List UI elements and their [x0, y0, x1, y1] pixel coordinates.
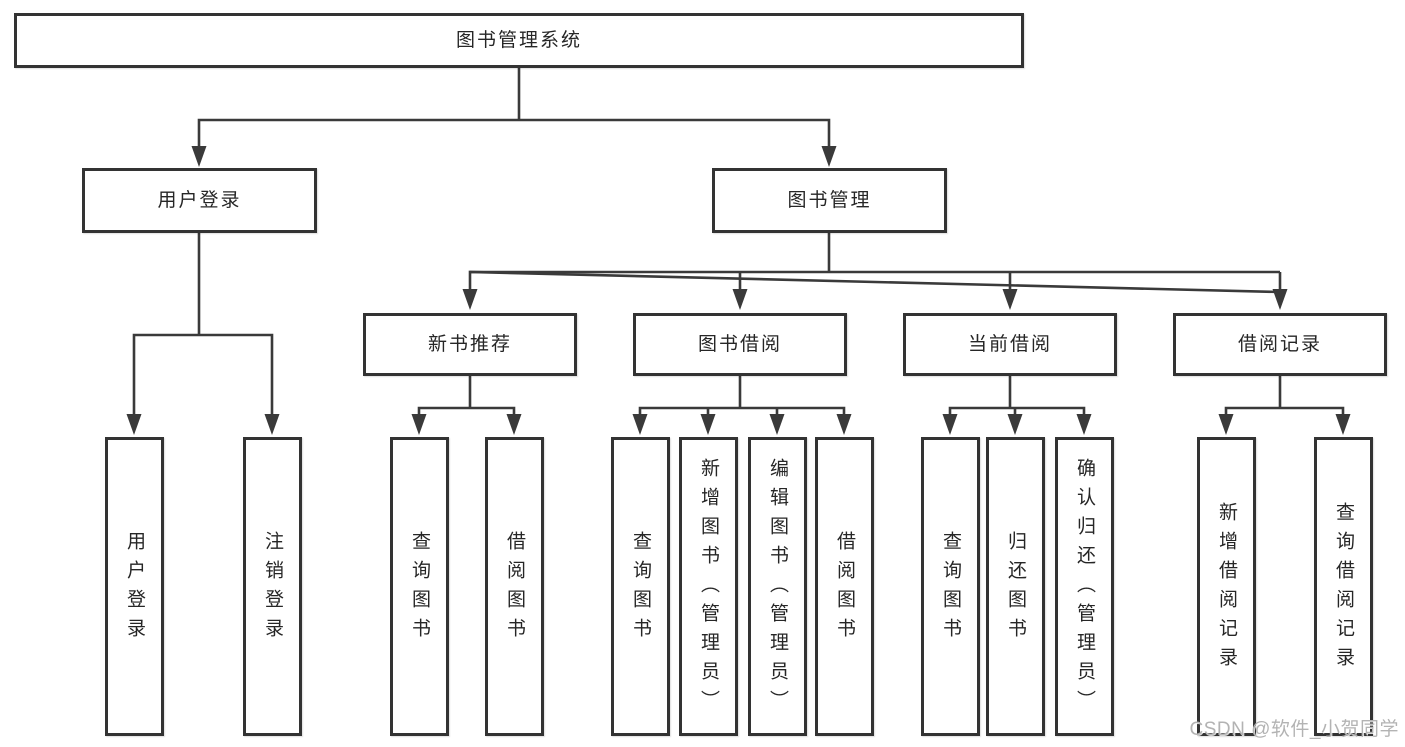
node-borrowing-records: 借阅记录 [1173, 313, 1387, 376]
leaf-edit-books-admin: 编辑图书（管理员） [748, 437, 807, 736]
leaf-return-books: 归还图书 [986, 437, 1045, 736]
node-book-borrowing: 图书借阅 [633, 313, 847, 376]
node-user-login: 用户登录 [82, 168, 317, 233]
node-new-book-recommendation: 新书推荐 [363, 313, 577, 376]
node-current-borrowing: 当前借阅 [903, 313, 1117, 376]
connector-root-to-level2 [191, 68, 837, 167]
leaf-borrow-books: 借阅图书 [815, 437, 874, 736]
leaf-query-books-recommend: 查询图书 [390, 437, 449, 736]
connector-bookborrow-to-leaves [632, 376, 852, 435]
leaf-borrow-books-recommend: 借阅图书 [485, 437, 544, 736]
node-library-management-system: 图书管理系统 [14, 13, 1024, 68]
leaf-query-books-borrowing: 查询图书 [611, 437, 670, 736]
connector-userlogin-to-leaves [126, 233, 280, 435]
leaf-add-books-admin: 新增图书（管理员） [679, 437, 738, 736]
connector-bookmgmt-to-level3 [462, 233, 1288, 310]
connector-borrowrecord-to-leaves [1218, 376, 1351, 435]
csdn-watermark: CSDN @软件_小贺同学 [1189, 719, 1399, 740]
leaf-query-borrow-record: 查询借阅记录 [1314, 437, 1373, 736]
leaf-add-borrow-record: 新增借阅记录 [1197, 437, 1256, 736]
connector-currentborrow-to-leaves [942, 376, 1092, 435]
connector-newbookrec-to-leaves [411, 376, 522, 435]
leaf-query-books-current: 查询图书 [921, 437, 980, 736]
leaf-logout: 注销登录 [243, 437, 302, 736]
leaf-confirm-return-admin: 确认归还（管理员） [1055, 437, 1114, 736]
node-book-management: 图书管理 [712, 168, 947, 233]
leaf-user-login: 用户登录 [105, 437, 164, 736]
